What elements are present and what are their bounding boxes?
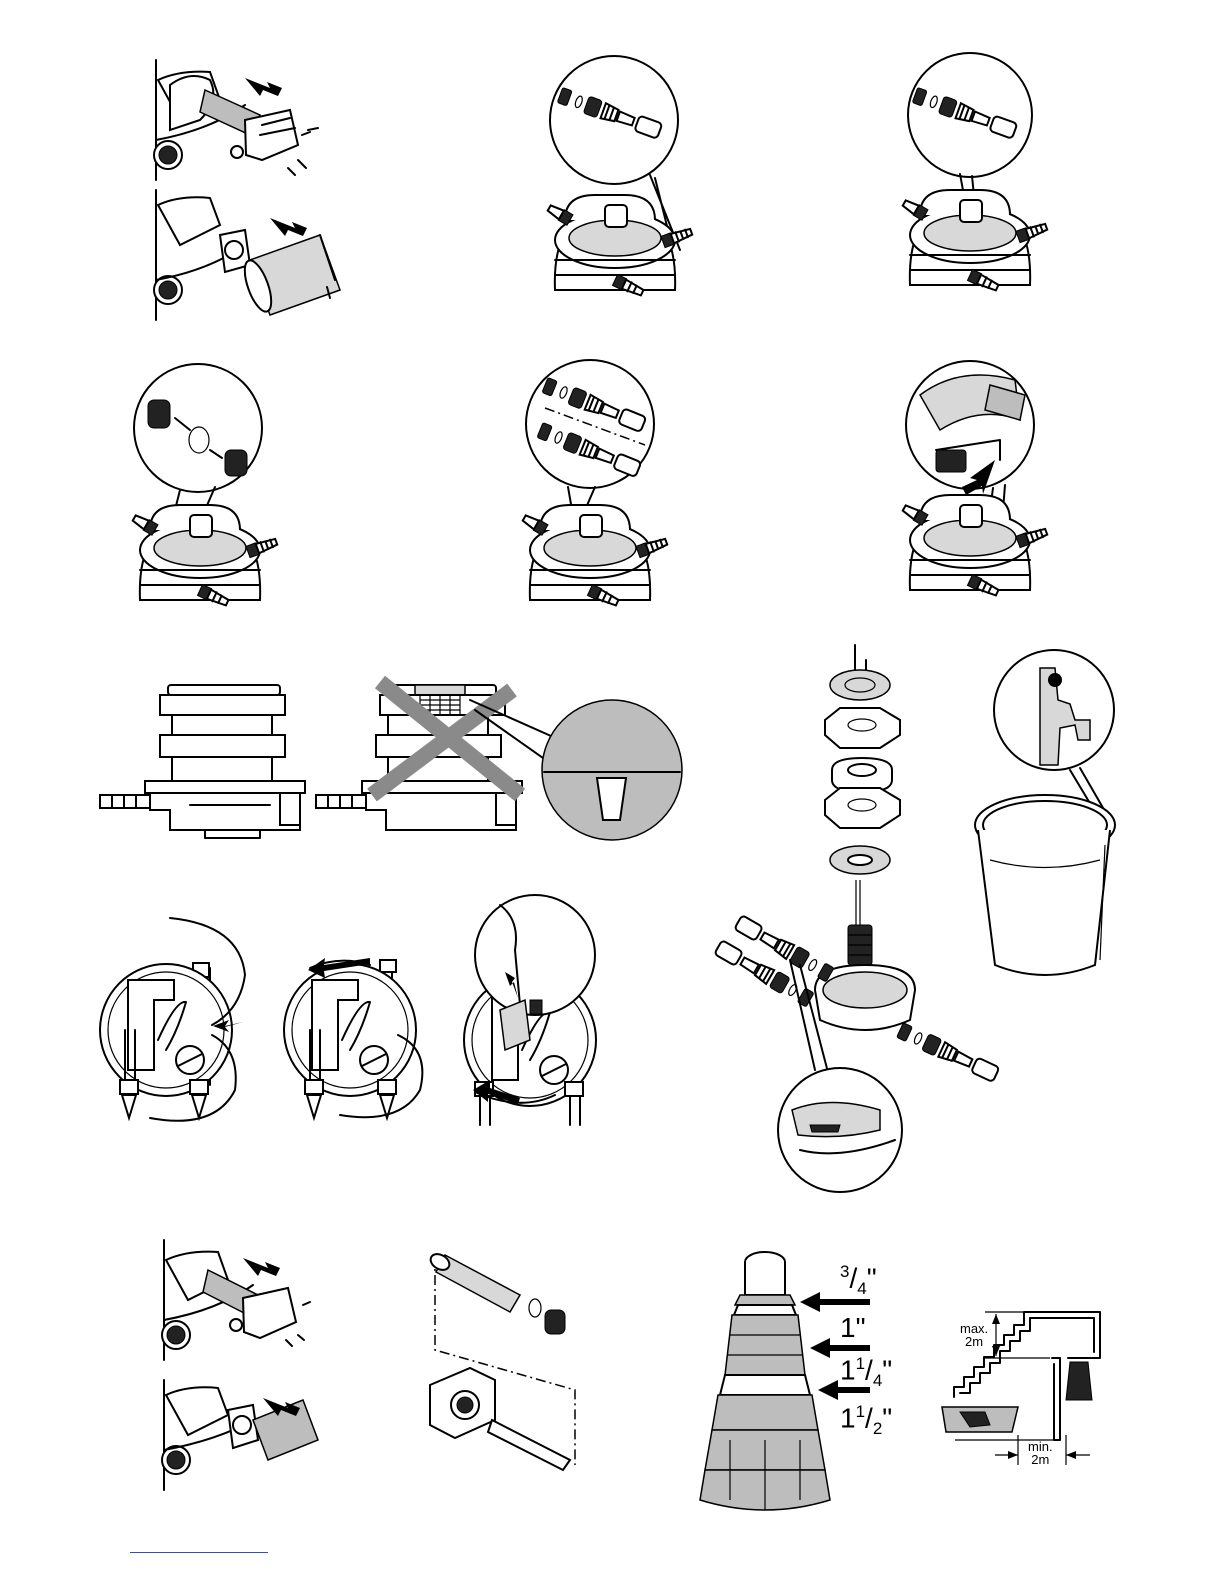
nozzle-assembly-detail [521,360,668,608]
hose-size-1: 1" [840,1312,866,1344]
hose-size-3-4: 3/4" [840,1262,877,1299]
housing-correct [100,685,305,838]
size-1-1-2-num: 1 [856,1402,865,1421]
size-1-1-4-mark: " [882,1354,892,1385]
lid-rotation-2 [284,958,422,1118]
size-1-mark: " [856,1312,866,1343]
size-1-whole: 1 [840,1312,856,1343]
lid-rotation-3 [464,895,596,1125]
nozzle-detail-2 [546,56,693,298]
hose-size-1-1-4: 11/4" [840,1354,892,1391]
size-1-1-2-mark: " [882,1402,892,1433]
uv-unit-removal-top [154,60,318,180]
size-1-1-4-den: 4 [873,1371,882,1390]
max-height-label: max. 2m [960,1322,988,1348]
exploded-filter [714,645,1000,1192]
bucket-seal-detail [975,650,1115,975]
hose-size-1-1-2: 11/2" [840,1402,892,1439]
size-1-1-2-whole: 1 [840,1402,856,1433]
clamp-lever-detail [901,361,1048,598]
quartz-sleeve-exploded [428,1251,575,1470]
quartz-tube-removal [154,190,340,320]
housing-incorrect [316,682,682,840]
min-distance-label: min. 2m [1028,1440,1053,1466]
size-1-1-4-whole: 1 [840,1354,856,1385]
size-3-4-num: 3 [840,1262,849,1281]
nozzle-detail-3 [901,53,1048,293]
size-1-1-4-num: 1 [856,1354,865,1373]
seal-ring-detail [131,364,278,608]
uv-unit-removal-bottom [162,1240,310,1360]
footer-rule [130,1552,268,1553]
size-3-4-mark: " [867,1262,877,1293]
size-3-4-den: 4 [857,1279,866,1298]
lid-rotation-1 [100,918,245,1121]
size-1-1-2-den: 2 [873,1419,882,1438]
tube-removal-bottom [162,1380,318,1490]
